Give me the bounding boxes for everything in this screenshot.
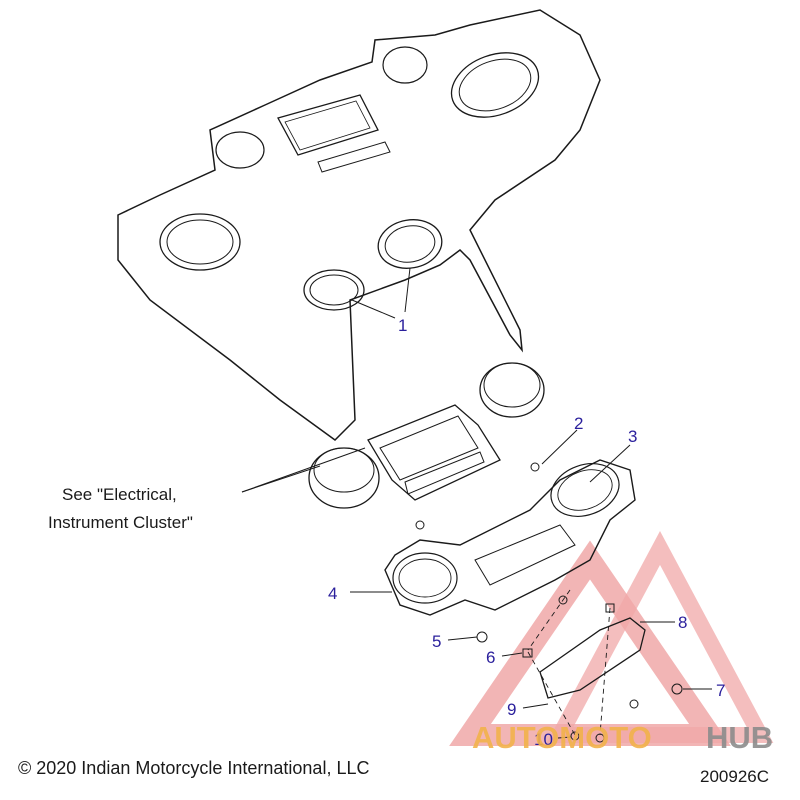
callout-3: 3 (628, 427, 637, 446)
callout-1: 1 (398, 316, 407, 335)
cover-plate (539, 617, 646, 699)
screw-2 (530, 462, 540, 472)
watermark-triangle-right (546, 531, 774, 743)
screw-lower (629, 699, 639, 709)
callout-10: 10 (534, 730, 553, 749)
callout-9: 9 (507, 700, 516, 719)
note-line-2: Instrument Cluster" (48, 513, 193, 532)
instrument-cluster (308, 362, 545, 509)
mounting-bracket (384, 459, 636, 616)
nut-mid (558, 595, 568, 605)
trim-rings (303, 219, 443, 311)
watermark-part1: AUTOMOTO (472, 720, 652, 755)
diagram-id: 200926C (700, 767, 769, 786)
watermark-part2: HUB (706, 720, 773, 755)
callout-2: 2 (574, 414, 583, 433)
callout-5: 5 (432, 632, 441, 651)
note-line-1: See "Electrical, (62, 485, 177, 504)
screw-top (415, 520, 425, 530)
screw-10 (570, 731, 580, 741)
assembly-lines (527, 589, 611, 736)
callout-4: 4 (328, 584, 337, 603)
callout-labels: 1 2 3 4 5 6 7 8 9 10 (328, 316, 725, 749)
inner-fairing (117, 9, 601, 441)
callout-7: 7 (716, 681, 725, 700)
copyright-text: © 2020 Indian Motorcycle International, … (18, 758, 369, 778)
screw-7 (671, 683, 683, 695)
watermark-logo (449, 531, 774, 746)
reference-note: See "Electrical, Instrument Cluster" (48, 485, 193, 532)
watermark-text: AUTOMOTO HUB (472, 720, 773, 755)
clip-6 (522, 648, 533, 658)
callout-8: 8 (678, 613, 687, 632)
leader-lines (241, 267, 712, 739)
nut-5 (476, 631, 488, 643)
callout-6: 6 (486, 648, 495, 667)
